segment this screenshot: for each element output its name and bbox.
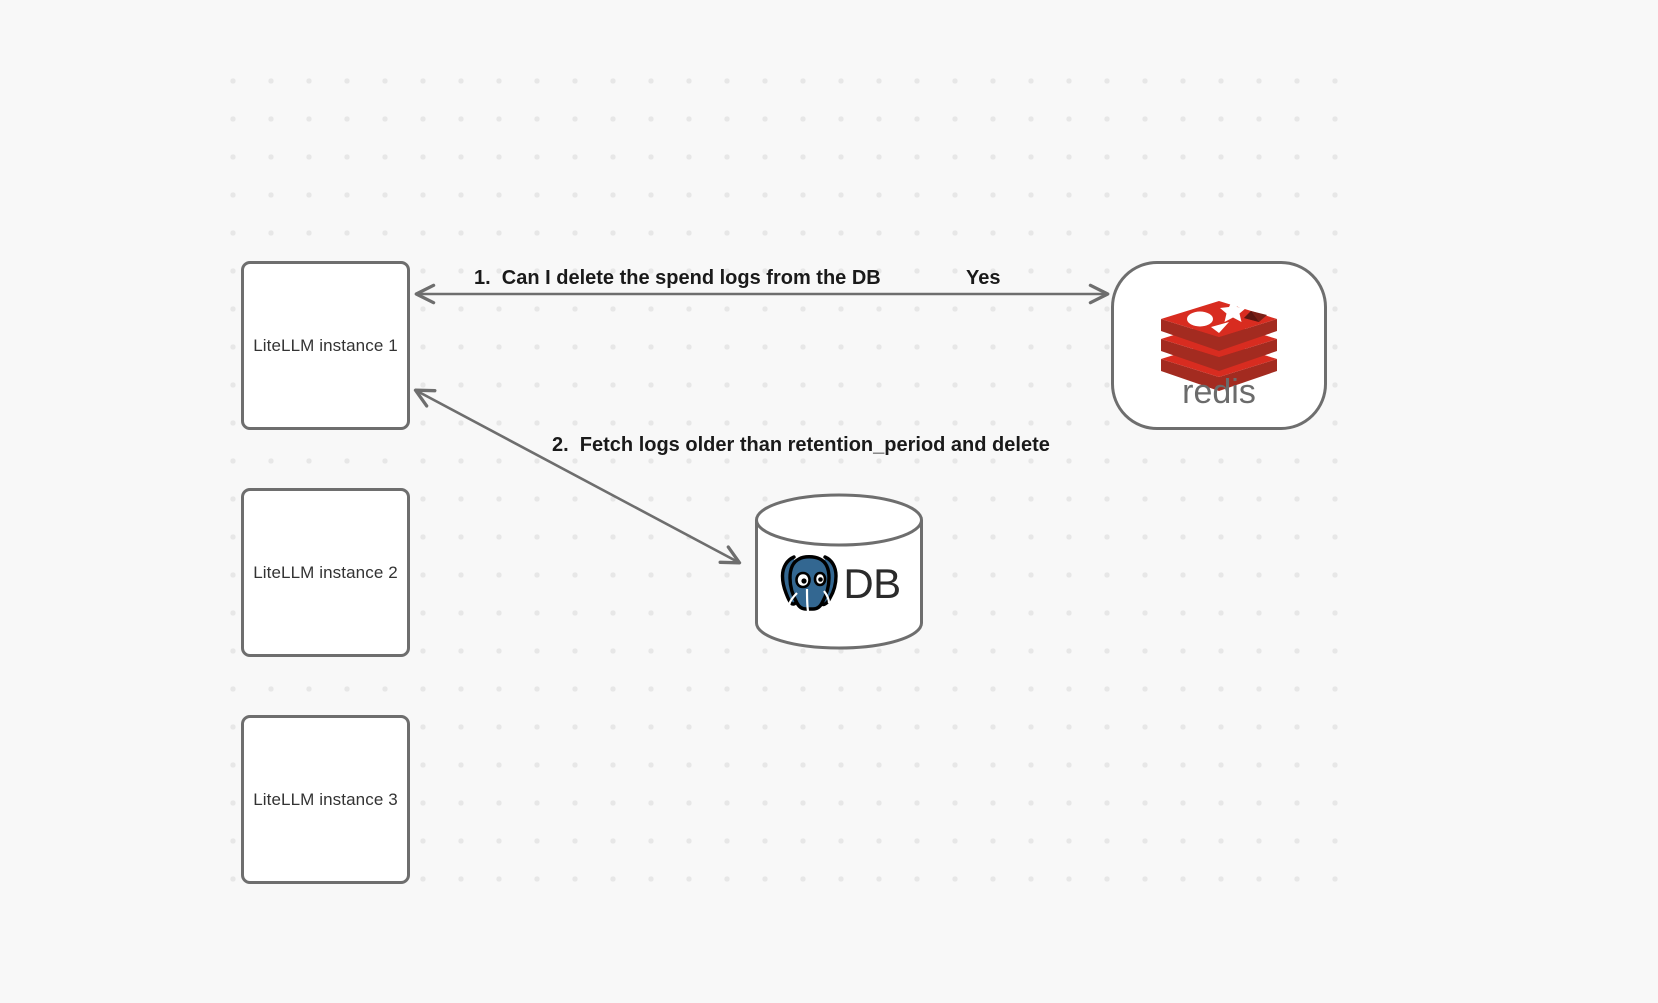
node-label: LiteLLM instance 3 — [253, 789, 398, 809]
node-label: LiteLLM instance 2 — [253, 562, 398, 582]
node-litellm-instance-3[interactable]: LiteLLM instance 3 — [241, 715, 410, 884]
edge-instance1-db — [413, 388, 742, 565]
node-label: LiteLLM instance 1 — [253, 335, 398, 355]
postgresql-elephant-icon — [781, 555, 839, 612]
node-litellm-instance-1[interactable]: LiteLLM instance 1 — [241, 261, 410, 430]
svg-text:redis: redis — [1182, 373, 1256, 405]
redis-logo-icon: redis — [1161, 298, 1277, 405]
node-litellm-instance-2[interactable]: LiteLLM instance 2 — [241, 488, 410, 657]
edge-label-step-2: 2. Fetch logs older than retention_perio… — [552, 434, 1050, 456]
edge-label-yes: Yes — [966, 267, 1001, 289]
edge-label-step-1: 1. Can I delete the spend logs from the … — [474, 267, 881, 289]
db-label: DB — [843, 560, 901, 607]
node-redis[interactable]: redis — [1111, 261, 1327, 430]
cylinder-shape — [755, 493, 923, 650]
node-database[interactable]: DB — [753, 493, 925, 650]
